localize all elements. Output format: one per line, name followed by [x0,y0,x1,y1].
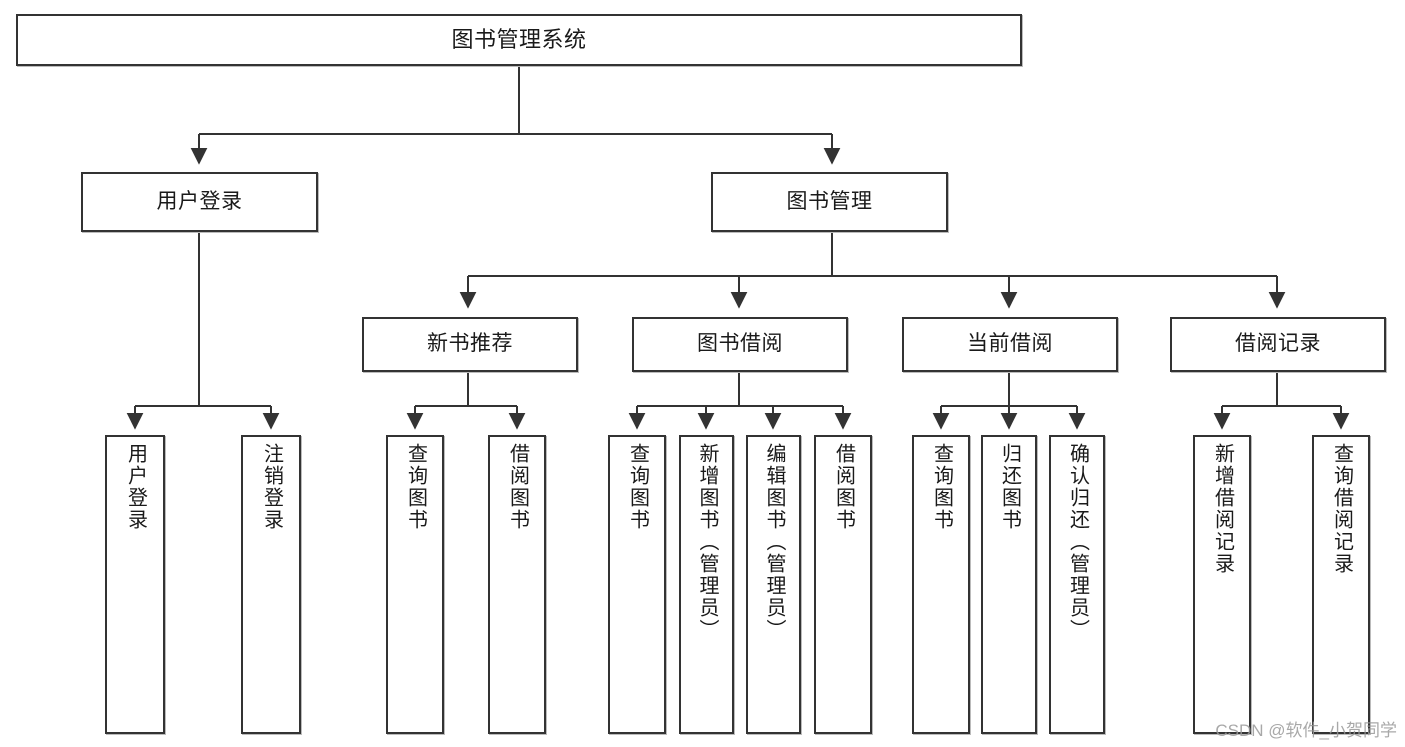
node-borrowing-record[interactable]: 借阅记录 [1170,317,1386,372]
node-leaf-add-borrow-record[interactable]: 新增借阅记录 [1193,435,1251,734]
node-label: 借阅记录 [1235,332,1321,356]
node-label: 查询图书 [930,443,953,531]
node-label: 确认归还（管理员） [1066,443,1089,641]
node-leaf-query-book-recommend[interactable]: 查询图书 [386,435,444,734]
csdn-watermark: CSDN @软件_小贺同学 [1215,721,1397,740]
node-label: 当前借阅 [967,332,1053,356]
node-leaf-return-book[interactable]: 归还图书 [981,435,1037,734]
node-label: 归还图书 [998,443,1021,531]
node-leaf-user-login[interactable]: 用户登录 [105,435,165,734]
node-label: 新增借阅记录 [1211,443,1234,575]
node-label: 借阅图书 [832,443,855,531]
node-leaf-query-book-current[interactable]: 查询图书 [912,435,970,734]
node-leaf-edit-book-admin[interactable]: 编辑图书（管理员） [746,435,801,734]
node-label: 查询借阅记录 [1330,443,1353,575]
node-label: 图书管理 [786,189,873,213]
node-user-login[interactable]: 用户登录 [81,172,318,232]
node-book-borrowing[interactable]: 图书借阅 [632,317,848,372]
node-label: 借阅图书 [506,443,529,531]
node-label: 新增图书（管理员） [696,443,718,641]
node-label: 编辑图书（管理员） [763,443,785,641]
node-current-borrowing[interactable]: 当前借阅 [902,317,1118,372]
node-label: 查询图书 [404,443,427,531]
node-leaf-add-book-admin[interactable]: 新增图书（管理员） [679,435,734,734]
node-leaf-query-book-borrow[interactable]: 查询图书 [608,435,666,734]
node-label: 查询图书 [626,443,649,531]
node-root-book-management-system[interactable]: 图书管理系统 [16,14,1022,66]
node-label: 用户登录 [124,443,147,531]
node-new-book-recommendation[interactable]: 新书推荐 [362,317,578,372]
node-label: 用户登录 [156,189,243,213]
node-leaf-query-borrow-record[interactable]: 查询借阅记录 [1312,435,1370,734]
node-label: 图书借阅 [697,332,783,356]
node-leaf-borrow-book-recommend[interactable]: 借阅图书 [488,435,546,734]
node-label: 图书管理系统 [451,27,587,53]
node-label: 注销登录 [260,443,283,531]
node-leaf-confirm-return-admin[interactable]: 确认归还（管理员） [1049,435,1105,734]
node-book-management[interactable]: 图书管理 [711,172,948,232]
node-label: 新书推荐 [427,332,513,356]
node-leaf-logout[interactable]: 注销登录 [241,435,301,734]
node-leaf-borrow-book[interactable]: 借阅图书 [814,435,872,734]
